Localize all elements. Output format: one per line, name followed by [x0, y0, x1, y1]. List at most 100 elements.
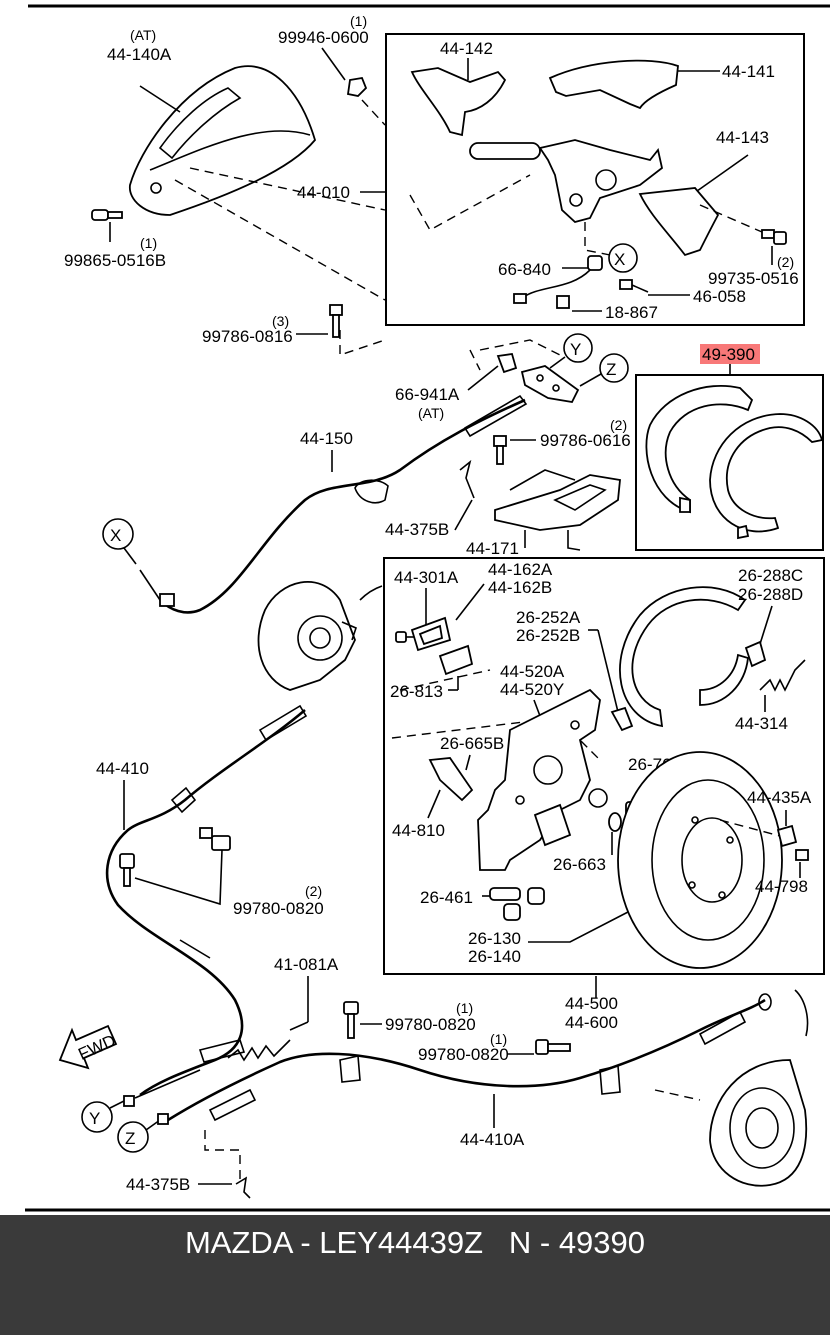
backing-plate-right [709, 989, 809, 1187]
part-99786-0616: 99786-0616 [540, 431, 631, 450]
part-44-600: 44-600 [565, 1013, 618, 1032]
spring-44-314 [759, 659, 806, 692]
callout-y-top: Y [570, 340, 581, 359]
callout-y-bottom: Y [89, 1109, 100, 1128]
switch-66-840 [587, 255, 603, 271]
lever-mechanism [469, 139, 664, 223]
qty-99865: (1) [140, 235, 157, 251]
qty-99780-a: (2) [305, 883, 322, 899]
clip-44-375B-top [459, 459, 475, 499]
console-cover-part [129, 65, 317, 216]
part-44-500: 44-500 [565, 994, 618, 1013]
part-26-252A: 26-252A [516, 608, 581, 627]
footer-bar: MAZDA - LEY44439Z N - 49390 [0, 1215, 830, 1335]
part-66-840: 66-840 [498, 260, 551, 279]
qty-99780-c: (1) [490, 1031, 507, 1047]
backing-plate-left [257, 581, 357, 691]
part-99786-0816: 99786-0816 [202, 327, 293, 346]
part-44-410: 44-410 [96, 759, 149, 778]
nut-18-867 [556, 295, 570, 309]
part-99946-0600: 99946-0600 [278, 28, 369, 47]
part-number-caption: MAZDA - LEY44439Z N - 49390 [184, 1225, 646, 1260]
pin-26-461 [489, 887, 545, 921]
part-26-140: 26-140 [468, 947, 521, 966]
part-44-150: 44-150 [300, 429, 353, 448]
spring-41-081A [227, 1039, 291, 1062]
part-44-301A: 44-301A [394, 568, 459, 587]
part-26-252B: 26-252B [516, 626, 580, 645]
bolt-99780-left-2 [199, 827, 231, 851]
equalizer-66-941A [496, 352, 580, 403]
part-44-140A: 44-140A [107, 45, 172, 64]
bolt-44-798 [795, 849, 809, 861]
bolt-99780-left-1 [119, 853, 135, 887]
fwd-arrow [58, 1024, 118, 1070]
lever-grip [548, 59, 679, 110]
part-49-390: 49-390 [702, 345, 755, 364]
bolt-99735 [761, 229, 787, 245]
rear-brake-box [383, 557, 825, 975]
brake-shoe-pair [645, 384, 824, 540]
bolt-99780-right [535, 1039, 571, 1055]
part-44-520Y: 44-520Y [500, 680, 564, 699]
part-26-665B: 26-665B [440, 734, 504, 753]
part-44-435A: 44-435A [747, 788, 812, 807]
at-note-2: (AT) [418, 405, 444, 421]
qty-99786-0616: (2) [610, 417, 627, 433]
brake-shoe-box [635, 374, 824, 551]
callout-x-top: X [614, 250, 625, 269]
part-44-810: 44-810 [392, 821, 445, 840]
rear-cable-44-410A [167, 993, 772, 1122]
part-26-663: 26-663 [553, 855, 606, 874]
bolt-99786-0816 [329, 304, 343, 338]
lever-assembly-box [385, 33, 805, 326]
part-99780-0820-b: 99780-0820 [385, 1015, 476, 1034]
lever-cover-right [638, 187, 720, 257]
part-99865-0516B: 99865-0516B [64, 251, 166, 270]
callout-z-top: Z [606, 360, 616, 379]
part-44-171: 44-171 [466, 539, 519, 558]
part-44-162B: 44-162B [488, 578, 552, 597]
parking-brake-exploded-diagram: (AT) 44-140A (1) 99865-0516B (1) 99946-0… [25, 4, 830, 1212]
part-18-867: 18-867 [605, 303, 658, 322]
part-44-142: 44-142 [440, 39, 493, 58]
lever-44-810 [428, 757, 474, 802]
part-26-461: 26-461 [420, 888, 473, 907]
part-44-520A: 44-520A [500, 662, 565, 681]
part-44-162A: 44-162A [488, 560, 553, 579]
brake-shoe-26-252 [610, 586, 749, 732]
gasket-26-813 [438, 644, 474, 676]
disc-rotor [617, 751, 783, 969]
part-44-375B-top: 44-375B [385, 520, 449, 539]
qty-99780-b: (1) [456, 1000, 473, 1016]
part-44-410A: 44-410A [460, 1130, 525, 1149]
part-41-081A: 41-081A [274, 955, 339, 974]
part-44-010: 44-010 [297, 183, 350, 202]
part-44-375B-bottom: 44-375B [126, 1175, 190, 1194]
lever-cover-left [410, 67, 507, 137]
at-note-1: (AT) [130, 27, 156, 43]
callout-x-bottom: X [110, 526, 121, 545]
bolt-99780-mid [343, 1001, 359, 1039]
bracket-44-171 [494, 469, 621, 531]
part-44-314: 44-314 [735, 714, 788, 733]
clip-44-375B-bottom [235, 1176, 251, 1199]
qty-99735: (2) [777, 254, 794, 270]
part-99780-0820-a: 99780-0820 [233, 899, 324, 918]
adjuster-26-288 [744, 640, 767, 668]
part-66-941A: 66-941A [395, 385, 460, 404]
nut-99946 [346, 76, 368, 97]
part-26-288D: 26-288D [738, 585, 803, 604]
caliper-bracket-44-520 [477, 688, 608, 871]
part-46-058: 46-058 [693, 287, 746, 306]
part-44-798: 44-798 [755, 877, 808, 896]
highlight-49-390 [700, 344, 760, 364]
part-26-288C: 26-288C [738, 566, 803, 585]
part-99780-0820-c: 99780-0820 [418, 1045, 509, 1064]
part-26-813: 26-813 [390, 682, 443, 701]
part-44-141: 44-141 [722, 62, 775, 81]
piston-26-663 [533, 803, 572, 847]
part-26-130: 26-130 [468, 929, 521, 948]
bolt-46-058 [619, 279, 633, 290]
qty-99946: (1) [350, 13, 367, 29]
